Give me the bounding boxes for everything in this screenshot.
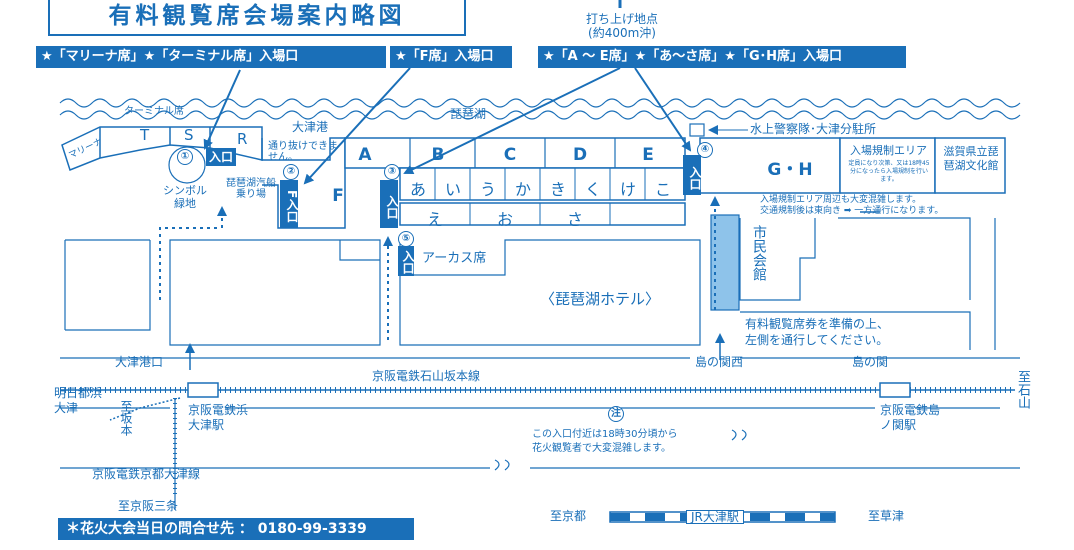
seat-ki: き — [549, 180, 566, 199]
seat-a: あ — [409, 180, 426, 199]
entrance-3-box: 入口 — [380, 180, 399, 228]
caution-note-1: この入口付近は18時30分頃から — [532, 429, 678, 440]
to-kusatsu-label: 至草津 — [868, 509, 905, 523]
section-c: C — [503, 145, 517, 165]
section-a: A — [358, 145, 372, 165]
shimanoseki-west-label: 島の関西 — [695, 355, 744, 369]
keihan-kyoto-line-label: 京阪電鉄京都大津線 — [92, 467, 201, 481]
marina-block-outline — [61, 126, 263, 171]
police-label: 水上警察隊･大津分駐所 — [750, 122, 877, 136]
seat-o: お — [496, 210, 513, 229]
lake-wave-top — [59, 98, 1021, 108]
terminal-seat-label: ターミナル席 — [124, 106, 184, 117]
banner-ae-aisa-gh: ★「A ～ E席」★「あ～さ席」★「G･H席」入場口 — [538, 46, 906, 68]
akehi-label: 明日都浜大津 — [54, 386, 103, 415]
city-hall-label: 市民会館 — [751, 225, 767, 281]
lake-label: 琵琶湖 — [450, 107, 487, 121]
marina-block-s: S — [184, 126, 194, 144]
boat-pier-label: 琵琶湖汽船乗り場 — [226, 178, 276, 200]
entrance-number-2: ② — [283, 164, 299, 180]
seat-sa: さ — [566, 210, 583, 229]
seat-ko: こ — [654, 180, 671, 199]
seat-ke: け — [619, 180, 636, 199]
entrance-2-box: F入口 — [280, 180, 299, 228]
marina-block-r: R — [237, 130, 248, 148]
congestion-note-1: 入場規制エリア周辺も大変混雑します。 — [760, 195, 922, 205]
seat-u: う — [479, 180, 496, 199]
symbol-green-label: シンボル緑地 — [163, 184, 207, 210]
entrance-1-box: 入口 — [206, 148, 236, 166]
section-b: B — [431, 145, 445, 165]
seat-ku: く — [584, 180, 601, 199]
hamaotsu-station-label: 京阪電鉄浜大津駅 — [188, 403, 249, 432]
entrance-4-box: 入口 — [683, 155, 702, 195]
to-sakamoto-label: 至坂本 — [119, 400, 133, 436]
seat-i: い — [444, 180, 461, 199]
to-kyoto-label: 至京都 — [550, 509, 587, 523]
entrance-number-5: ⑤ — [398, 231, 414, 247]
launch-point-label: 打ち上げ地点 (約400m沖) — [582, 12, 662, 40]
seat-ka: か — [514, 180, 531, 199]
shimanoseki-station-label: 京阪電鉄島ノ関駅 — [880, 403, 941, 432]
section-d: D — [572, 145, 588, 165]
hotel-label: 〈琵琶湖ホテル〉 — [540, 290, 661, 308]
otsu-port-exit-label: 大津港口 — [115, 355, 164, 369]
otsu-port-label: 大津港 — [292, 120, 329, 134]
shimanoseki-label: 島の関 — [852, 355, 889, 369]
map-title: 有料観覧席会場案内略図 — [108, 3, 406, 29]
regulation-area-label: 入場規制エリア — [850, 144, 927, 157]
launch-point-line2: (約400m沖) — [588, 26, 656, 40]
map-title-box: 有料観覧席会場案内略図 — [48, 0, 466, 36]
section-e: E — [642, 145, 654, 165]
caution-note-2: 花火観覧者で大変混雑します。 — [532, 443, 671, 454]
ticket-note-1: 有料観覧席券を準備の上、 — [745, 317, 890, 331]
banner-f-seat: ★「F席」入場口 — [390, 46, 512, 68]
entrance-number-4: ④ — [697, 142, 713, 158]
regulation-note: 定員になり次第、又は18時45分になったら入場規制を行います。 — [848, 160, 930, 183]
entrance-number-3: ③ — [384, 164, 400, 180]
lake-wave-bottom — [59, 110, 1021, 120]
museum-label: 滋賀県立琵琶湖文化館 — [943, 145, 999, 172]
banner-marina-terminal: ★「マリーナ席」★「ターミナル席」入場口 — [36, 46, 386, 68]
entrance-number-1: ① — [177, 149, 193, 165]
marina-block-t: T — [140, 126, 150, 144]
ticket-note-2: 左側を通行してください。 — [745, 333, 889, 347]
pass-through-label: 通り抜けできません。 — [268, 141, 338, 163]
seat-e: え — [426, 210, 443, 229]
keihan-line-label: 京阪電鉄石山坂本線 — [368, 370, 485, 382]
entrance-5-box: 入口 — [398, 246, 415, 276]
section-f: F — [332, 186, 344, 206]
jr-otsu-station-label: JR大津駅 — [686, 510, 744, 524]
arcus-seat-label: アーカス席 — [422, 251, 487, 266]
contact-info: ＊花火大会当日の問合せ先 ： 0180-99-3339 — [58, 518, 414, 540]
to-sanjo-label: 至京阪三条 — [118, 499, 179, 513]
section-gh: G・H — [767, 160, 813, 180]
caution-mark: 注 — [608, 406, 624, 422]
launch-point-line1: 打ち上げ地点 — [585, 12, 658, 26]
to-ishiyama-label: 至石山 — [1015, 370, 1030, 409]
congestion-note-2: 交通規制後は東向き ➡ 一方通行になります。 — [760, 206, 944, 216]
